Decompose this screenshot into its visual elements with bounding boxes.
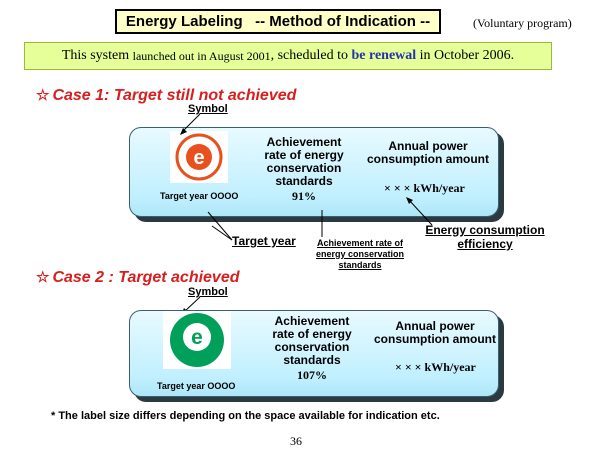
case2-title-text: Case 2 : Target achieved [52, 269, 240, 286]
target-year-pointer-1 [211, 225, 233, 241]
case2-e-mark-icon: e [170, 313, 224, 367]
case2-achievement-label: Achievement rate of energy conservation … [272, 314, 352, 367]
schedule-banner: This system launched out in August 2001 … [24, 42, 552, 70]
banner-text-1: This system [61, 48, 133, 63]
case1-achievement-label: Achievement rate of energy conservation … [264, 135, 344, 188]
case1-logo-box: e [170, 131, 228, 183]
callout-energy-efficiency: Energy consumption efficiency [425, 223, 545, 251]
footnote: * The label size differs depending on th… [51, 410, 440, 422]
case1-consumption-label: Annual power consumption amount [367, 139, 489, 166]
symbol2-pointer-line [183, 296, 201, 313]
voluntary-note: (Voluntary program) [473, 16, 572, 30]
svg-text:e: e [191, 326, 203, 349]
svg-text:e: e [193, 147, 204, 169]
efficiency-arrow-icon [406, 197, 413, 204]
banner-renewal: be renewal [351, 48, 417, 63]
case2-kwh: × × × kWh/year [395, 360, 476, 374]
star-icon: ☆ [36, 87, 50, 104]
case2-achievement-value: 107% [297, 368, 327, 382]
symbol-arrow-icon [180, 128, 187, 135]
case1-achievement-value: 91% [292, 189, 316, 203]
case1-symbol-label: Symbol [188, 103, 228, 115]
star-icon: ☆ [36, 269, 50, 286]
case2-target-year: Target year OOOO [157, 381, 236, 391]
symbol-pointer-line [181, 113, 201, 133]
page-title-text: Energy Labeling -- Method of Indication … [125, 13, 431, 30]
case2-consumption-label: Annual power consumption amount [374, 319, 496, 346]
callout-target-year: Target year [232, 234, 296, 248]
case1-title: ☆Case 1: Target still not achieved [36, 86, 296, 105]
case2-logo-box: e [163, 311, 231, 369]
case2-title: ☆Case 2 : Target achieved [36, 268, 240, 287]
target-year-pointer-2 [207, 211, 233, 241]
page-title: Energy Labeling -- Method of Indication … [115, 9, 441, 34]
callout-achievement-rate: Achievement rate of energy conservation … [315, 238, 405, 270]
banner-text-3: , scheduled to [270, 48, 352, 63]
case1-target-year: Target year OOOO [160, 191, 239, 201]
case1-e-mark-icon: e [175, 133, 223, 181]
efficiency-pointer-line [408, 199, 433, 226]
case2-symbol-label: Symbol [188, 286, 228, 298]
case1-title-text: Case 1: Target still not achieved [52, 87, 297, 104]
banner-launch-date: launched out in August 2001 [132, 48, 271, 63]
page-number: 36 [290, 434, 302, 448]
banner-text-4: in October 2006. [416, 48, 515, 63]
case1-kwh: × × × kWh/year [384, 181, 465, 195]
